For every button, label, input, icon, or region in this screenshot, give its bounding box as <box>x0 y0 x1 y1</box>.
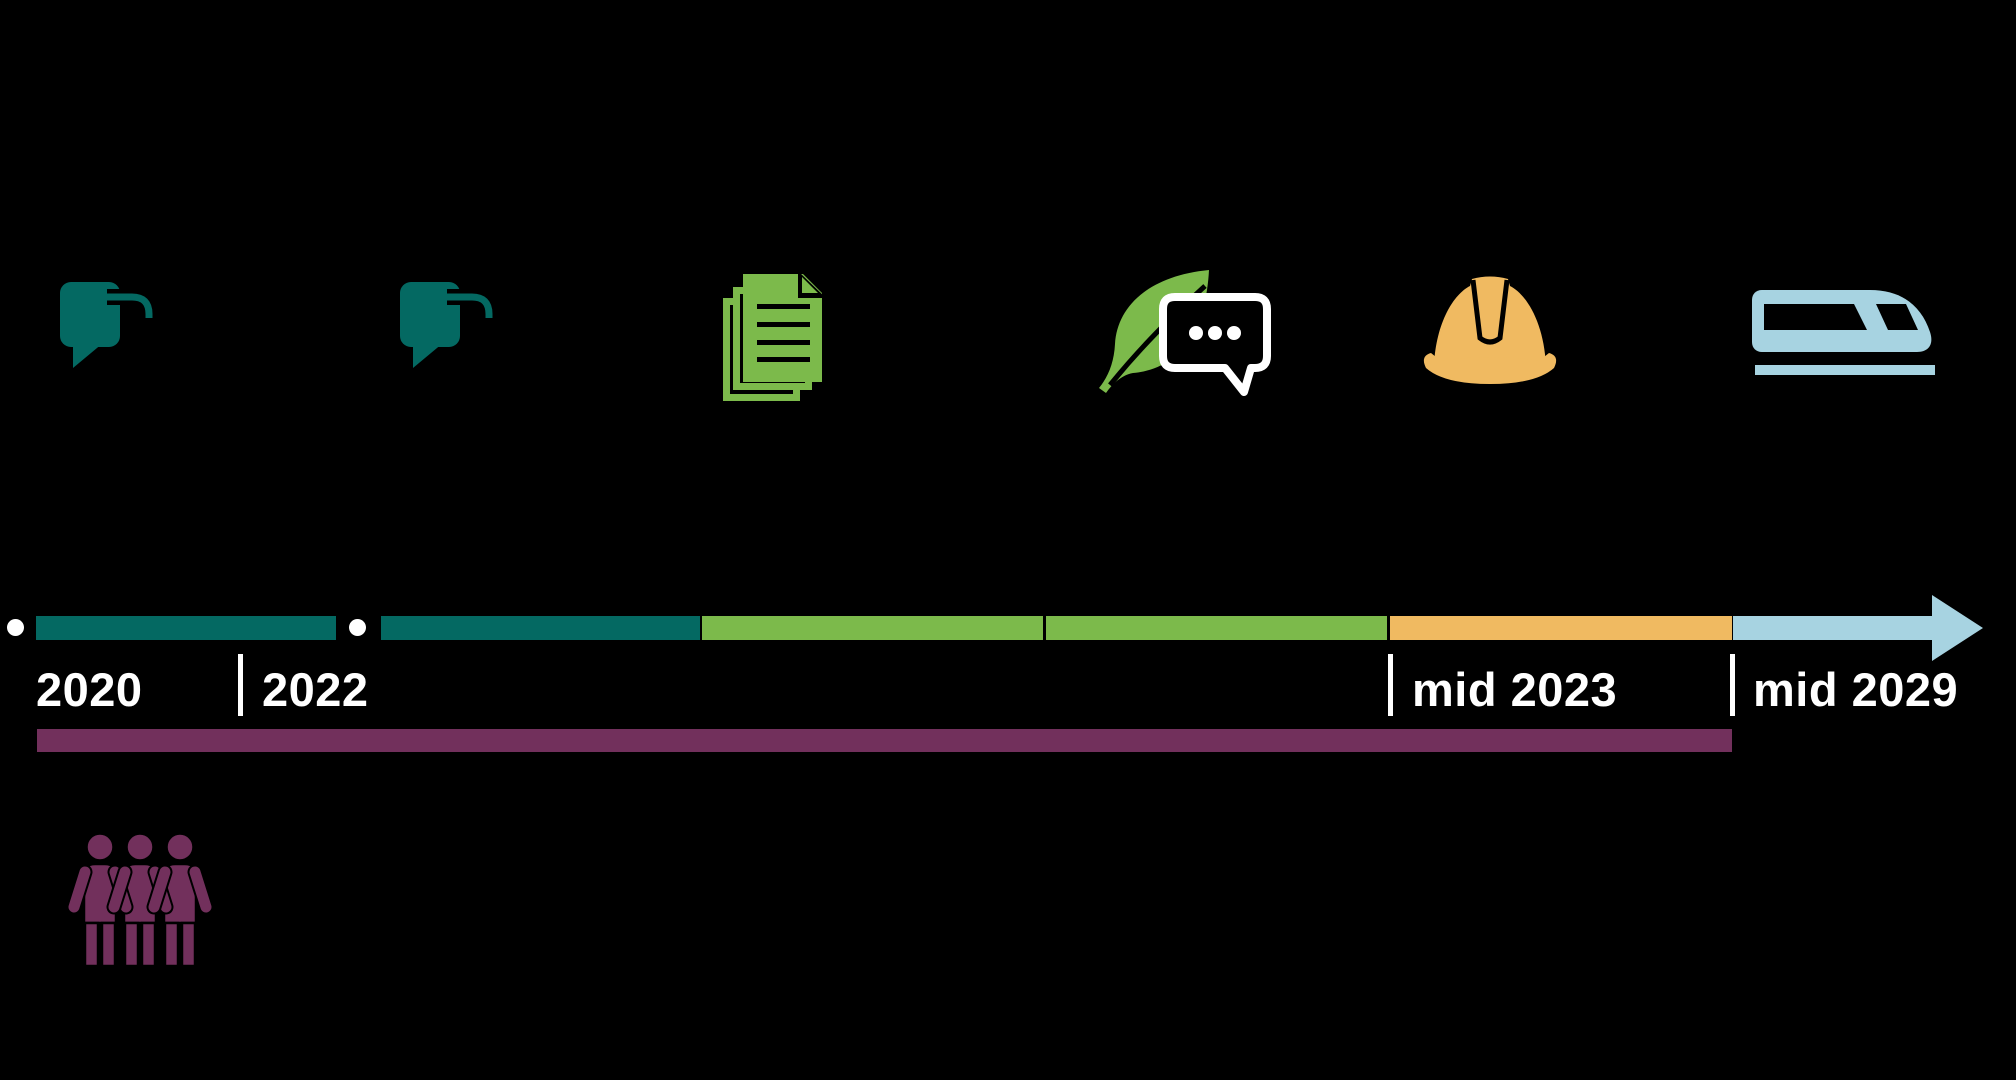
engagement-duration-bar <box>37 729 1732 752</box>
timeline-segment-blue <box>1733 616 1932 640</box>
documents-icon <box>721 271 826 408</box>
timeline-label-mid2029: mid 2029 <box>1753 663 1959 716</box>
timeline-tick-mid2023 <box>1388 654 1393 716</box>
timeline-tick-2022 <box>238 654 243 716</box>
speech-bubbles-icon-2 <box>398 281 497 374</box>
timeline-segment-orange <box>1390 616 1732 640</box>
timeline-tick-mid2029 <box>1730 654 1735 716</box>
hard-hat-icon <box>1418 276 1562 397</box>
timeline-label-2022: 2022 <box>262 663 369 716</box>
leaf-chat-icon <box>1095 266 1277 403</box>
timeline-start-dot <box>7 619 24 636</box>
timeline-label-mid2023: mid 2023 <box>1412 663 1618 716</box>
timeline-segment-green-2 <box>1046 616 1387 640</box>
people-icon <box>66 831 218 972</box>
timeline-label-2020: 2020 <box>36 663 143 716</box>
timeline-phase2-dot <box>349 619 366 636</box>
timeline-segment-teal-1 <box>36 616 336 640</box>
timeline-segment-green-1 <box>702 616 1043 640</box>
timeline-segment-teal-2 <box>381 616 700 640</box>
train-icon <box>1748 286 1938 385</box>
timeline-arrowhead-icon <box>1932 595 1983 661</box>
speech-bubbles-icon <box>58 281 157 374</box>
